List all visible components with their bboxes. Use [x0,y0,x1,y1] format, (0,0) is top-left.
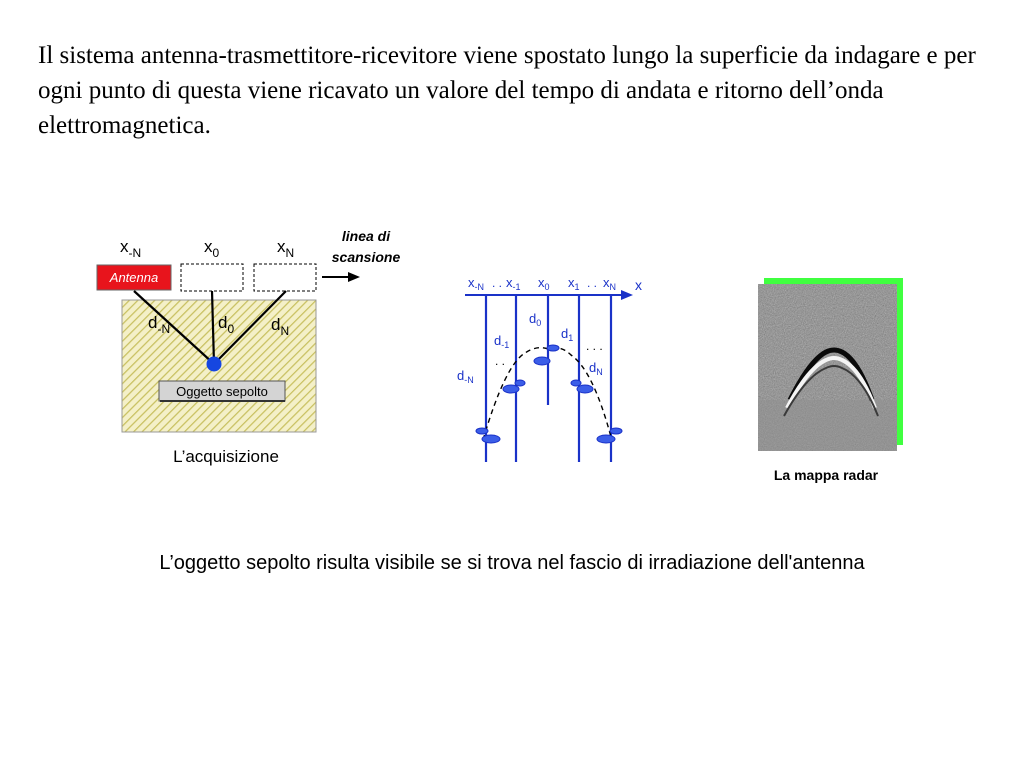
trace-d-one: d1 [561,326,573,343]
caption: L’oggetto sepolto risulta visibile se si… [159,552,865,574]
intro-paragraph: Il sistema antenna-trasmettitore-ricevit… [38,42,976,139]
acquisition-title: L’acquisizione [173,447,279,466]
x-minus-n-label: x-N [120,237,141,260]
radar-hyperbola-light [785,356,877,409]
hyperbola-curve [482,346,612,441]
object-label: Oggetto sepolto [176,384,268,399]
radar-map-label: La mappa radar [774,467,879,483]
scan-line-label: linea di [342,228,391,244]
trace-d-minus-1: d-1 [494,333,509,350]
echo-minus-n-b [475,427,489,435]
echo-one-b [570,379,582,387]
d-zero-label: d0 [218,313,234,336]
buried-object [206,356,222,372]
axis-name-x: x [635,277,642,293]
trace-dots-left: . . [495,354,505,368]
echo-n [596,434,616,444]
d-minus-n-label: d-N [148,313,170,336]
acquisition-diagram: x-N x0 xN Antenna linea di scansione d-N… [96,228,401,466]
axis-label-x-minus-1: x-1 [506,275,521,292]
echo-n-b [609,427,623,435]
trace-d-minus-n: d-N [457,368,474,385]
axis-label-x-zero: x0 [538,275,550,292]
scan-arrow-head [348,272,360,282]
x-zero-label: x0 [204,237,220,260]
axis-dots-right: . . [587,276,597,290]
echo-minus-n [481,434,501,444]
radar-map-figure: La mappa radar [758,278,903,483]
echo-minus-1-b [514,379,526,387]
antenna-position-xn [253,263,317,292]
radar-hyperbola-dark [787,347,875,402]
axis-dots-left: . . [492,276,502,290]
antenna-box [96,264,172,291]
axis-label-x-one: x1 [568,275,580,292]
axis-label-x-n: xN [603,275,616,292]
d-n-label: dN [271,315,289,338]
echo-minus-1 [502,384,520,394]
ray-minus-n [133,290,215,365]
echo-one [576,384,594,394]
echo-zero [533,356,551,366]
ray-n [213,290,287,365]
trace-d-n: dN [589,360,603,377]
ray-zero [210,290,216,365]
trace-dots-right: . . . [586,339,603,353]
x-n-label: xN [277,237,294,260]
antenna-label: Antenna [109,270,158,285]
antenna-position-x0 [180,263,244,292]
radar-traces-diagram: x-N . . x-1 x0 x1 . . xN x d-N d-1 d0 d1… [457,275,642,462]
scan-axis-arrow [621,290,633,300]
trace-d-zero: d0 [529,311,541,328]
echo-zero-b [546,344,560,352]
axis-label-x-minus-n: x-N [468,275,484,292]
scan-line-label-2: scansione [332,249,401,265]
